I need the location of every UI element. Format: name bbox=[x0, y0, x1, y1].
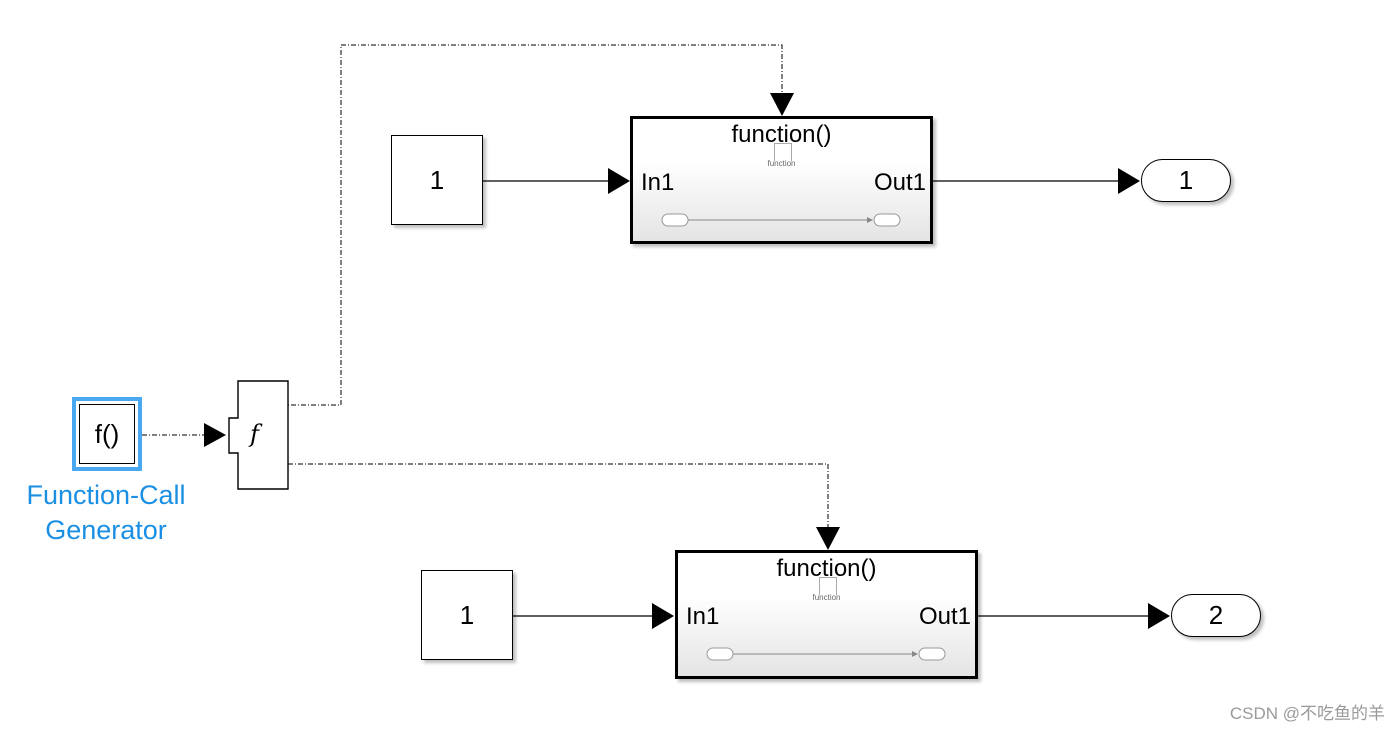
trigger-icon bbox=[818, 577, 837, 595]
constant-value: 1 bbox=[429, 164, 445, 195]
constant-value: 1 bbox=[459, 599, 475, 630]
arrow-sub1-trigger bbox=[770, 93, 794, 116]
fc-line-split-sub1 bbox=[281, 44, 783, 406]
function-call-subsystem-bottom[interactable]: function() function In1 Out1 bbox=[675, 550, 978, 679]
fcg-symbol: f() bbox=[79, 404, 135, 464]
function-call-subsystem-top[interactable]: function() function In1 Out1 bbox=[630, 116, 933, 244]
outport-2[interactable]: 2 bbox=[1171, 594, 1261, 637]
split-symbol: f bbox=[250, 420, 259, 448]
port-in: In1 bbox=[641, 169, 675, 196]
constant-block-bottom[interactable]: 1 bbox=[421, 570, 513, 660]
trigger-label: function bbox=[767, 159, 796, 168]
watermark: CSDN @不吃鱼的羊 bbox=[1229, 704, 1385, 723]
outport-number: 2 bbox=[1208, 600, 1224, 630]
arrow-split-in bbox=[204, 423, 226, 447]
arrow-sub2-in bbox=[652, 603, 674, 629]
port-out: Out1 bbox=[918, 603, 971, 630]
arrow-out1 bbox=[1118, 168, 1140, 194]
fc-split-block bbox=[228, 380, 289, 490]
constant-block-top[interactable]: 1 bbox=[391, 135, 483, 225]
outport-number: 1 bbox=[1178, 165, 1194, 195]
fcg-label-line2: Generator bbox=[45, 515, 167, 545]
arrow-sub1-in bbox=[608, 168, 630, 194]
arrow-sub2-trigger bbox=[816, 527, 840, 550]
trigger-label: function bbox=[812, 593, 841, 602]
flow-icon bbox=[706, 647, 946, 661]
function-call-generator-block[interactable]: f() bbox=[72, 397, 142, 471]
arrow-out2 bbox=[1148, 603, 1170, 629]
fcg-label-line1: Function-Call bbox=[26, 480, 186, 510]
outport-1[interactable]: 1 bbox=[1141, 159, 1231, 202]
fcg-label[interactable]: Function-Call Generator bbox=[0, 478, 212, 548]
flow-icon bbox=[661, 213, 901, 227]
port-in: In1 bbox=[686, 603, 720, 630]
port-out: Out1 bbox=[873, 169, 926, 196]
fc-line-split-sub2 bbox=[288, 463, 829, 529]
trigger-icon bbox=[773, 143, 792, 161]
